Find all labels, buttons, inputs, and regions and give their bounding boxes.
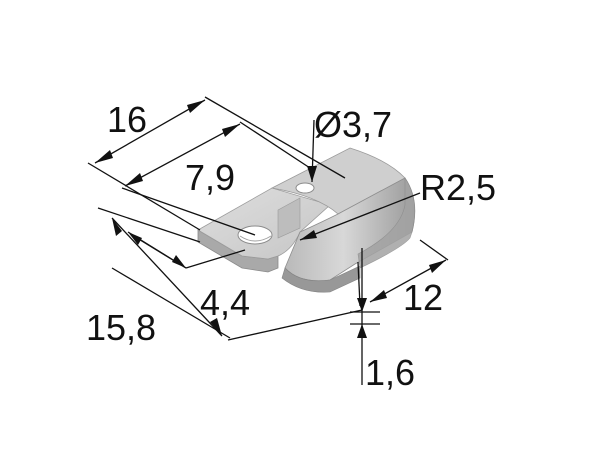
cylinder-bottom-edge [281, 265, 361, 293]
part-body [197, 147, 416, 293]
arrowheads [95, 100, 446, 338]
dim-hole-offset: 7,9 [185, 157, 235, 198]
dim-radius: R2,5 [420, 167, 496, 208]
dim-thickness: 1,6 [365, 352, 415, 393]
dim-tab-length: 4,4 [200, 282, 250, 323]
top-hole [295, 182, 315, 194]
cylinder-side [357, 177, 416, 269]
step-face [277, 197, 301, 239]
dimension-lines [87, 96, 449, 385]
dim-body-width: 12 [403, 277, 443, 318]
dim-length-total: 15,8 [86, 307, 156, 348]
dim-hole-diameter: Ø3,7 [314, 104, 392, 145]
dim-width-total: 16 [107, 99, 147, 140]
